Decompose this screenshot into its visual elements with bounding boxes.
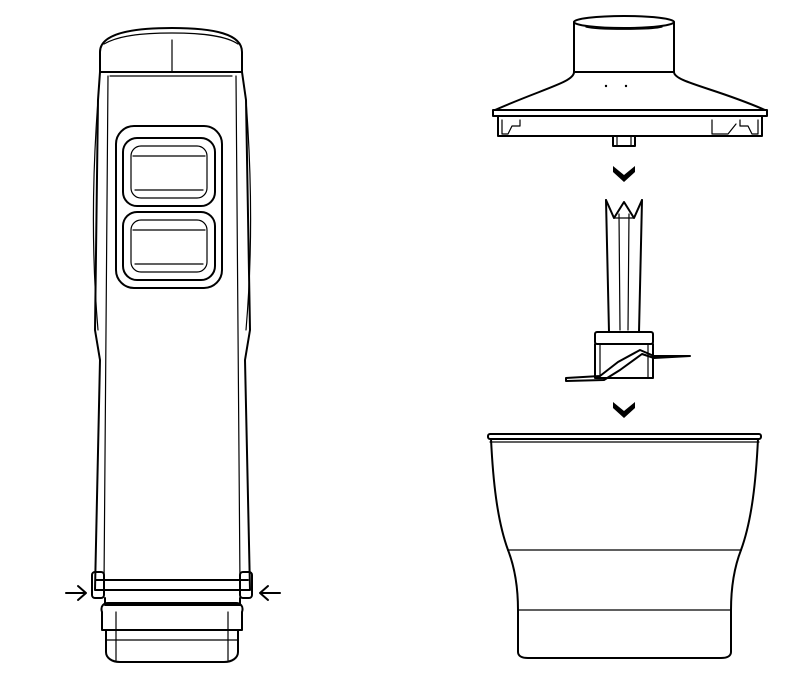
chevron-down-icon: [613, 166, 635, 182]
speed-button-lower: [122, 211, 216, 281]
arrow-left-icon: [259, 585, 281, 601]
arrow-right-icon: [65, 585, 87, 601]
button-panel: [115, 125, 223, 289]
motor-handle: [91, 27, 253, 663]
chopper-lid: [492, 15, 768, 147]
chevron-down-icon: [613, 402, 635, 418]
speed-button-upper: [122, 137, 216, 207]
chopper-blade: [565, 199, 691, 382]
chopper-bowl: [487, 433, 762, 659]
